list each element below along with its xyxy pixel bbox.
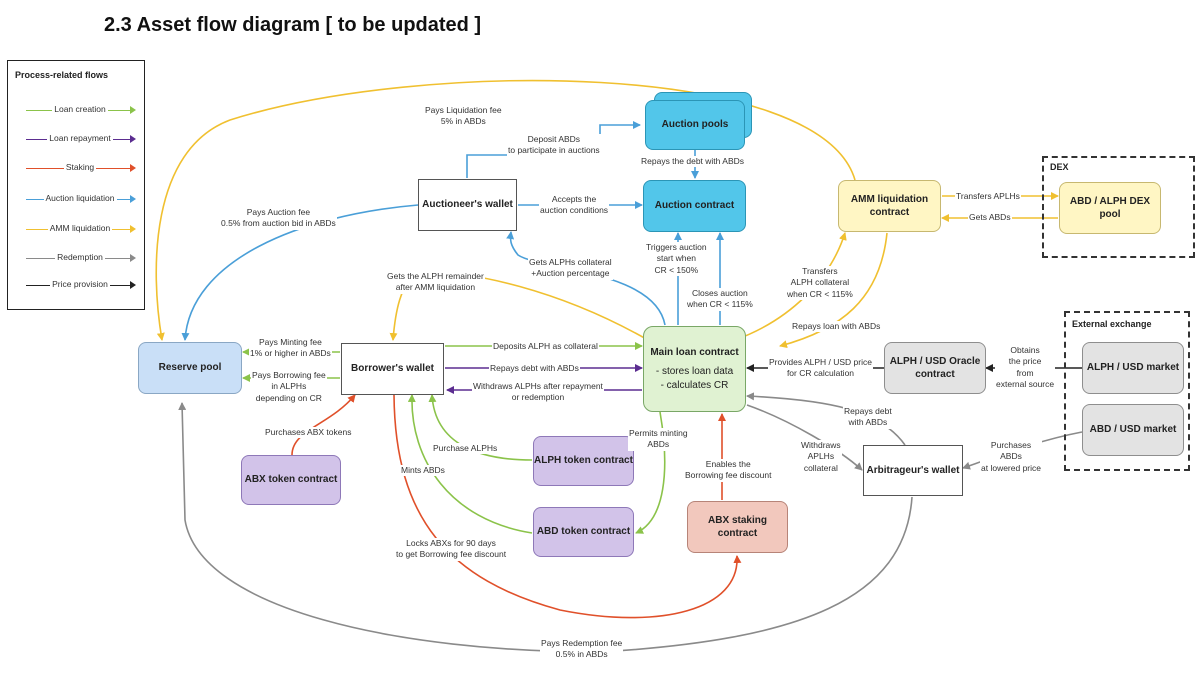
label-arb-withdraws: Withdraws APLHs collateral	[800, 440, 842, 475]
label-locks-abx: Locks ABXs for 90 days to get Borrowing …	[395, 538, 508, 561]
alph-token-contract-node[interactable]: ALPH token contract	[533, 436, 634, 486]
legend-item-price-provision: Price provision	[26, 279, 136, 289]
abd-usd-market-node[interactable]: ABD / USD market	[1082, 404, 1184, 456]
arrow-liquidation-fee	[155, 79, 856, 341]
legend: Process-related flows Loan creation Loan…	[7, 60, 145, 310]
label-gets-collateral: Gets ALPHs collateral +Auction percentag…	[528, 257, 613, 280]
label-borrowing-fee: Pays Borrowing fee in ALPHs depending on…	[251, 370, 327, 405]
main-loan-contract-node[interactable]: Main loan contract - stores loan data - …	[643, 326, 746, 412]
reserve-pool-node[interactable]: Reserve pool	[138, 342, 242, 394]
legend-item-auction-liquidation: Auction liquidation	[26, 193, 136, 203]
page-title: 2.3 Asset flow diagram [ to be updated ]	[104, 14, 482, 36]
legend-title: Process-related flows	[15, 70, 109, 80]
legend-item-redemption: Redemption	[26, 252, 136, 262]
arrow-locks-abx	[393, 394, 742, 619]
label-purchase-alphs: Purchase ALPHs	[432, 443, 499, 455]
auction-contract-node[interactable]: Auction contract	[643, 180, 746, 232]
label-accepts: Accepts the auction conditions	[539, 194, 610, 217]
legend-item-amm-liquidation: AMM liquidation	[26, 223, 136, 233]
arrow-repays-loan	[779, 232, 888, 349]
label-purchases-abx: Purchases ABX tokens	[264, 427, 353, 439]
label-redemption-fee: Pays Redemption fee 0.5% in ABDs	[540, 638, 624, 661]
dex-group-title: DEX	[1050, 162, 1069, 172]
label-purchases-abds: Purchases ABDs at lowered price	[980, 440, 1043, 475]
legend-item-staking: Staking	[26, 162, 136, 172]
dex-pool-node[interactable]: ABD / ALPH DEX pool	[1059, 182, 1161, 234]
label-permits: Permits minting ABDs	[628, 428, 689, 451]
label-provides-price: Provides ALPH / USD price for CR calcula…	[768, 357, 873, 380]
label-remainder: Gets the ALPH remainder after AMM liquid…	[386, 271, 485, 294]
arrow-purchases-abx	[291, 394, 356, 456]
legend-item-loan-creation: Loan creation	[26, 104, 136, 114]
legend-item-loan-repayment: Loan repayment	[26, 133, 136, 143]
main-loan-detail: - stores loan data - calculates CR	[655, 366, 734, 391]
label-obtains-price: Obtains the price from external source	[995, 345, 1056, 391]
label-transfers-alphs: Transfers APLHs	[955, 191, 1021, 203]
abd-token-contract-node[interactable]: ABD token contract	[533, 507, 634, 557]
auction-pools-node[interactable]: Auction pools	[645, 100, 745, 150]
alph-usd-market-node[interactable]: ALPH / USD market	[1082, 342, 1184, 394]
label-enables-discount: Enables the Borrowing fee discount	[684, 459, 773, 482]
label-deposit-abds: Deposit ABDs to participate in auctions	[507, 134, 601, 157]
label-liquidation-fee: Pays Liquidation fee 5% in ABDs	[424, 105, 503, 128]
arrow-auction-fee	[181, 204, 419, 341]
arrow-arb-withdraws	[746, 404, 863, 471]
label-repays-loan-abds: Repays loan with ABDs	[791, 321, 882, 333]
label-withdraws: Withdraws ALPHs after repayment or redem…	[472, 381, 604, 404]
amm-liquidation-contract-node[interactable]: AMM liquidation contract	[838, 180, 941, 232]
label-minting-fee: Pays Minting fee 1% or higher in ABDs	[249, 337, 332, 360]
label-triggers: Triggers auction start when CR < 150%	[645, 242, 708, 277]
oracle-contract-node[interactable]: ALPH / USD Oracle contract	[884, 342, 986, 394]
dex-group: DEX	[1042, 156, 1195, 258]
abx-token-contract-node[interactable]: ABX token contract	[241, 455, 341, 505]
auctioneer-wallet-node[interactable]: Auctioneer's wallet	[418, 179, 517, 231]
abx-staking-contract-node[interactable]: ABX staking contract	[687, 501, 788, 553]
external-exchange-title: External exchange	[1072, 319, 1152, 329]
label-gets-abds: Gets ABDs	[968, 212, 1012, 224]
label-mints-abds: Mints ABDs	[400, 465, 446, 477]
borrower-wallet-node[interactable]: Borrower's wallet	[341, 343, 444, 395]
label-repays-debt: Repays debt with ABDs	[489, 363, 580, 375]
label-auction-fee: Pays Auction fee 0.5% from auction bid i…	[220, 207, 337, 230]
label-arb-repays: Repays debt with ABDs	[843, 406, 893, 429]
label-repays-debt-abds: Repays the debt with ABDs	[640, 156, 746, 168]
arbitrageur-wallet-node[interactable]: Arbitrageur's wallet	[863, 445, 963, 496]
arrow-mints-abds	[407, 394, 533, 534]
label-closes: Closes auction when CR < 115%	[686, 288, 754, 311]
label-deposits-alph: Deposits ALPH as collateral	[492, 341, 599, 353]
external-exchange-group: External exchange	[1064, 311, 1190, 471]
label-transfers-collateral: Transfers ALPH collateral when CR < 115%	[786, 266, 854, 301]
main-loan-title: Main loan contract	[650, 346, 739, 358]
